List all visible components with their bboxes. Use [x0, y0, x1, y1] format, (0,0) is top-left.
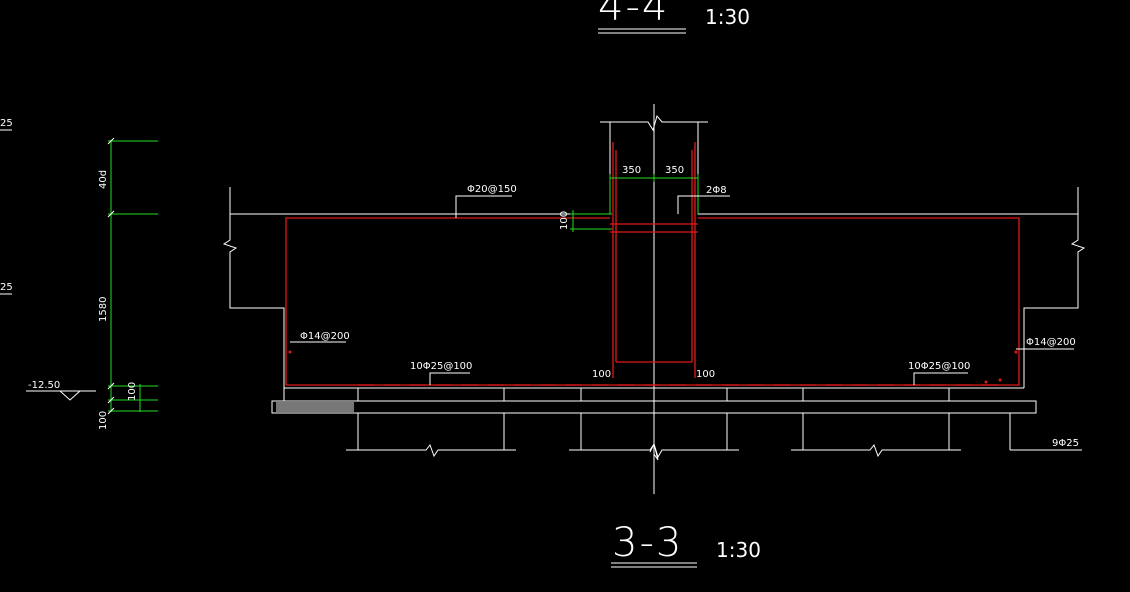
label-column-half-left: 350	[622, 165, 641, 176]
partial-label-top: 25	[0, 118, 13, 129]
label-corner-right: 100	[696, 369, 715, 380]
dim-1580: 1580	[98, 297, 109, 322]
left-detail: 25 25 40d 1580 100 100 -12.50	[0, 118, 158, 430]
upper-section-title: 4-4 1:30	[598, 0, 750, 34]
label-side-dim: 100	[559, 211, 570, 230]
upper-section-label: 4-4	[598, 0, 669, 30]
main-section-label: 3-3	[612, 520, 683, 566]
dim-100-small: 100	[127, 382, 138, 401]
blinding-hatch	[276, 402, 354, 412]
label-right-wall-rebar: Φ14@200	[1026, 337, 1076, 348]
label-left-wall-rebar: Φ14@200	[300, 331, 350, 342]
label-column-half-right: 350	[665, 165, 684, 176]
label-pile-rebar: 9Φ25	[1052, 438, 1079, 449]
main-section-title: 3-3 1:30	[611, 520, 761, 568]
label-bottom-rebar-right: 10Φ25@100	[908, 361, 970, 372]
elevation-triangle-icon	[59, 390, 81, 401]
pile-left	[346, 388, 516, 458]
main-section-scale: 1:30	[716, 538, 761, 562]
pile-right	[791, 388, 961, 458]
label-column-stirrup: 2Φ8	[706, 185, 727, 196]
upper-section-scale: 1:30	[705, 5, 750, 29]
main-section: Φ20@150 2Φ8 350 350 100 Φ14@200 Φ14@200 …	[222, 104, 1086, 494]
label-top-rebar: Φ20@150	[467, 184, 517, 195]
label-bottom-rebar-left: 10Φ25@100	[410, 361, 472, 372]
elevation-label: -12.50	[28, 380, 60, 391]
partial-label-mid: 25	[0, 282, 13, 293]
label-corner-left: 100	[592, 369, 611, 380]
dim-40d: 40d	[98, 170, 109, 189]
dim-100-bottom: 100	[98, 411, 109, 430]
